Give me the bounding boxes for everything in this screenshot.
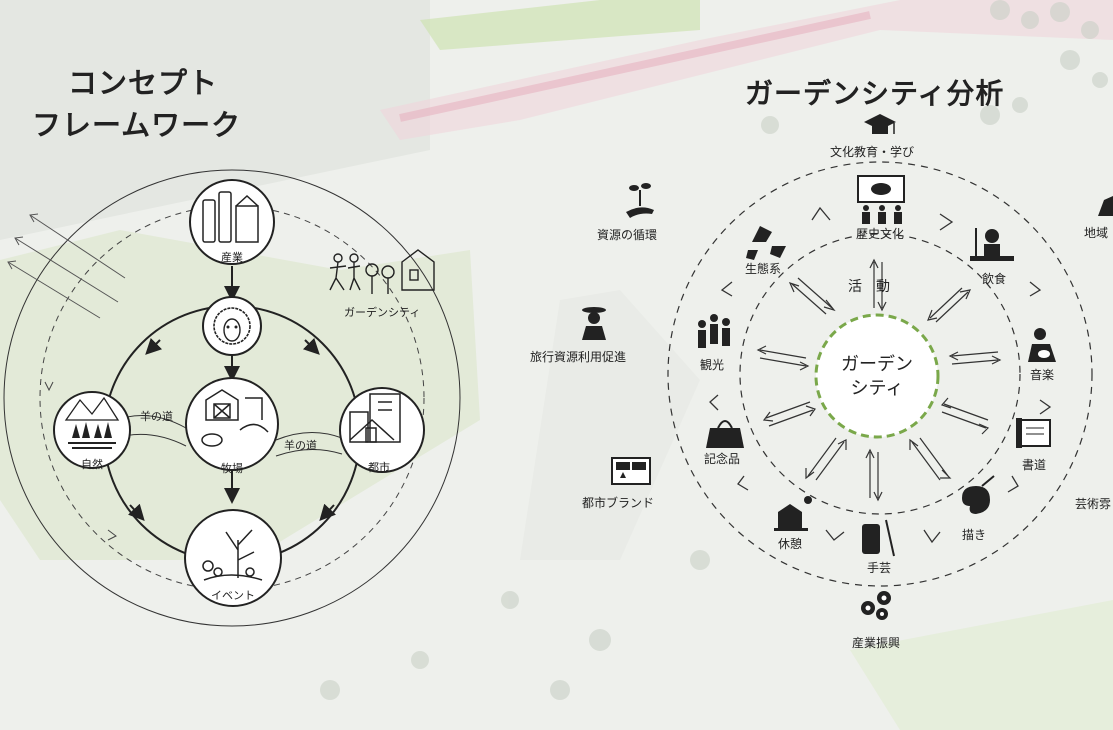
arrow-upper-right: [927, 287, 972, 323]
thread-spool-icon: [862, 519, 895, 557]
sheep-icon: [213, 307, 251, 345]
arrow-bottom: [865, 448, 883, 502]
label-art-cut: 芸術雰: [1075, 497, 1112, 511]
garden-people-icon: [329, 249, 435, 294]
label-souvenir: 記念品: [704, 452, 741, 466]
label-rest: 休憩: [778, 537, 803, 551]
label-drawing: 描き: [962, 528, 987, 542]
label-city-brand: 都市ブランド: [582, 496, 655, 510]
node-ranch: [185, 377, 279, 471]
node-city: [339, 387, 425, 473]
city-brand-icon: [611, 457, 651, 485]
musician-icon: [1028, 328, 1056, 362]
label-path-left: 羊の道: [140, 410, 173, 423]
arrow-top: [869, 258, 887, 312]
node-industry: [189, 179, 275, 265]
paint-palette-icon: [962, 475, 995, 514]
hand-sprout-icon: [626, 183, 654, 218]
tree-event-icon: [202, 529, 263, 581]
graduation-cap-icon: [864, 114, 896, 134]
arrow-right: [948, 351, 1002, 365]
scroll-icon: [1016, 418, 1051, 448]
label-music: 音楽: [1030, 368, 1055, 382]
label-industry-promotion: 産業振興: [852, 636, 901, 650]
label-education: 文化教育・学び: [830, 145, 915, 159]
outer-dashed-ring: [667, 161, 1093, 587]
arrow-lower-left: [805, 437, 847, 481]
outer-boundary-circle: [3, 169, 461, 627]
milk-bottles-icon: [202, 191, 259, 243]
left-title-line1: コンセプト: [68, 66, 219, 100]
label-tourism: 観光: [700, 358, 725, 372]
label-nature: 自然: [81, 458, 103, 471]
label-history: 歴史文化: [856, 227, 905, 241]
tourism-people-icon: [698, 314, 730, 348]
label-region-cut: 地域: [1084, 226, 1109, 240]
arrow-left: [756, 345, 810, 371]
forest-icon: [64, 396, 120, 449]
label-ecosystem: 生態系: [745, 262, 782, 276]
center-line1: ガーデン: [841, 354, 913, 375]
center-line2: シティ: [851, 378, 904, 399]
chef-icon: [970, 228, 1014, 261]
label-path-right: 羊の道: [284, 439, 317, 452]
left-title-line2: フレームワーク: [32, 108, 242, 142]
label-food: 飲食: [982, 272, 1007, 286]
label-resource-cycle: 資源の循環: [597, 228, 658, 242]
shopping-bag-icon: [706, 420, 744, 448]
map-pin-icon: [1098, 196, 1113, 216]
label-ranch: 牧場: [221, 462, 243, 475]
farm-icon: [201, 389, 269, 447]
wind-lines: [7, 213, 126, 319]
center-green-ring: [814, 313, 940, 439]
label-craft: 手芸: [867, 561, 892, 575]
rest-icon: [774, 496, 812, 531]
recycle-icon: [746, 226, 786, 260]
node-nature: [53, 391, 131, 469]
arrow-lower-right: [909, 437, 952, 481]
node-event: [184, 509, 282, 607]
buildings-icon: [349, 393, 401, 443]
label-city: 都市: [368, 461, 390, 474]
arrow-upper-left: [788, 277, 836, 315]
history-culture-icon: [857, 175, 905, 224]
arrow-mid-left: [762, 401, 816, 427]
inner-dashed-ring: [739, 233, 1021, 515]
label-garden-city: ガーデンシティ: [344, 306, 421, 319]
label-industry: 産業: [221, 251, 243, 264]
label-activity: 活 動: [848, 279, 890, 295]
right-title: ガーデンシティ分析: [745, 77, 1005, 110]
label-travel-promotion: 旅行資源利用促進: [530, 350, 627, 364]
node-sheep: [202, 296, 262, 356]
label-calligraphy: 書道: [1022, 458, 1047, 472]
arrow-mid-right: [940, 397, 990, 435]
label-event: イベント: [211, 589, 255, 602]
gears-icon: [861, 591, 891, 620]
traveler-icon: [582, 307, 606, 340]
